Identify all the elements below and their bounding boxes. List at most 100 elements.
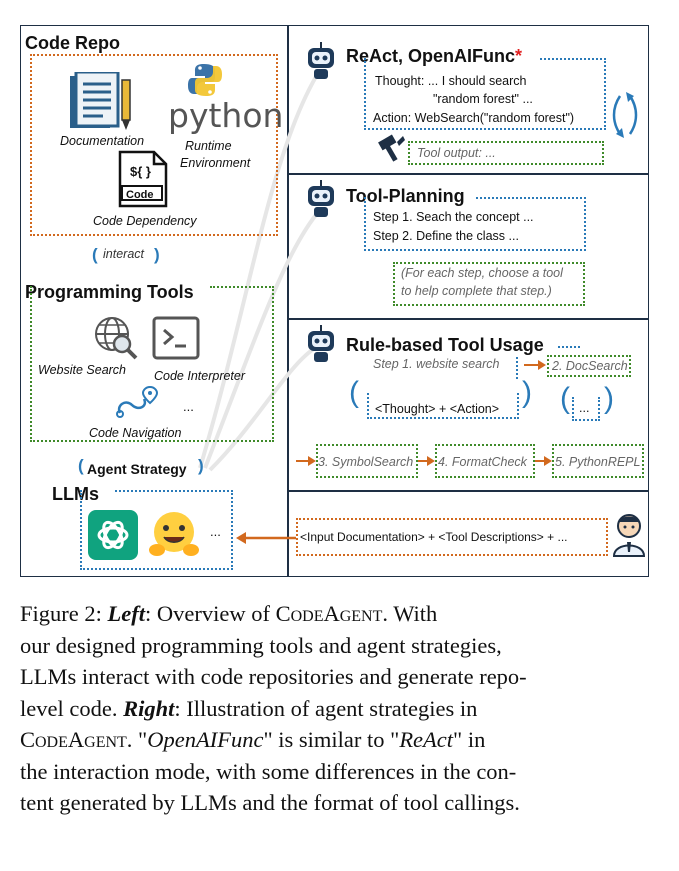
caption-react: ReAct bbox=[399, 727, 454, 752]
planning-box bbox=[364, 197, 586, 251]
rule-step-1: Step 1. website search bbox=[373, 357, 500, 371]
caption-fig-label: Figure 2: bbox=[20, 601, 108, 626]
hammer-icon bbox=[378, 134, 405, 162]
planning-note-box bbox=[393, 262, 585, 306]
docsearch-box bbox=[547, 355, 631, 377]
code-repo-title: Code Repo bbox=[25, 33, 121, 53]
robot-icon-planning bbox=[308, 180, 334, 217]
react-box bbox=[364, 58, 606, 130]
react-star: * bbox=[515, 46, 523, 66]
interact-label: interact bbox=[103, 247, 144, 261]
robot-icon-react bbox=[308, 42, 334, 79]
python-logo-text: python bbox=[168, 96, 284, 135]
agent-strategy-arrow-right-icon: ) bbox=[198, 456, 204, 475]
llms-box-top bbox=[115, 490, 233, 492]
caption-similar: " is similar to " bbox=[263, 727, 400, 752]
action-line: Action: WebSearch("random forest") bbox=[373, 111, 575, 125]
agent-strategy-label: Agent Strategy bbox=[87, 461, 187, 477]
caption-line-2: our designed programming tools and agent… bbox=[20, 632, 502, 658]
react-title-text: ReAct, OpenAIFunc bbox=[346, 46, 516, 66]
interact-arrow-left-icon: ( bbox=[92, 245, 98, 264]
caption-right: Right bbox=[123, 695, 175, 721]
rule-step-3: 3. SymbolSearch bbox=[318, 455, 414, 469]
caption-codeagent-1: CodeAgent bbox=[275, 601, 383, 626]
rule-step-2: 2. DocSearch bbox=[552, 359, 628, 373]
documentation-label: Documentation bbox=[60, 134, 145, 148]
rule-box-top bbox=[558, 346, 580, 348]
arrow-to-formatcheck-icon bbox=[418, 456, 435, 466]
planning-note-2: to help complete that step.) bbox=[401, 284, 552, 298]
thought-action-text: <Thought> + <Action> bbox=[375, 402, 500, 416]
llms-title: LLMs bbox=[52, 484, 99, 504]
caption-level-code: level code. bbox=[20, 695, 124, 721]
docsearch-loop-right-icon: ) bbox=[604, 382, 614, 415]
rule-loop-left-icon: ( bbox=[349, 376, 359, 409]
arrow-to-llms-icon bbox=[236, 532, 296, 544]
divider-1 bbox=[289, 173, 649, 175]
caption-line-7: tent generated by LLMs and the format of… bbox=[20, 790, 520, 815]
tool-planning-title: Tool-Planning bbox=[346, 186, 465, 206]
arrow-to-symbolsearch-icon bbox=[296, 456, 316, 466]
planning-box-top bbox=[476, 197, 586, 199]
arrow-to-pythonrepl-icon bbox=[535, 456, 552, 466]
code-box-label: Code bbox=[126, 189, 154, 201]
input-description-box bbox=[296, 518, 608, 556]
symbolsearch-box bbox=[316, 444, 418, 478]
caption-with: . With bbox=[382, 601, 438, 626]
code-interpreter-icon bbox=[152, 316, 200, 360]
caption-in: " in bbox=[453, 727, 486, 752]
formatcheck-box bbox=[435, 444, 535, 478]
figure-frame bbox=[20, 25, 649, 577]
llms-ellipsis: ... bbox=[210, 524, 221, 539]
docsearch-inner-box bbox=[572, 397, 600, 421]
divider-3 bbox=[289, 490, 649, 492]
pythonrepl-box bbox=[552, 444, 644, 478]
caption-overview: : Overview of bbox=[144, 601, 276, 626]
code-dependency-label: Code Dependency bbox=[93, 214, 197, 228]
vertical-divider bbox=[287, 25, 289, 577]
runtime-label-2: Environment bbox=[180, 156, 251, 170]
rule-ellipsis: ... bbox=[579, 401, 590, 415]
website-search-icon bbox=[95, 317, 138, 360]
tool-output-text: Tool output: ... bbox=[417, 146, 496, 160]
caption-line-4: level code. Right: Illustration of agent… bbox=[20, 693, 657, 725]
caption-openaifunc: OpenAIFunc bbox=[147, 727, 264, 752]
website-search-label: Website Search bbox=[38, 363, 127, 377]
programming-tools-title: Programming Tools bbox=[25, 282, 194, 302]
interact-arrow-right-icon: ) bbox=[154, 245, 160, 264]
caption-codeagent-2: CodeAgent bbox=[20, 727, 127, 752]
react-title: ReAct, OpenAIFunc* bbox=[346, 46, 522, 67]
caption-illustration: : Illustration of agent strategies in bbox=[174, 695, 478, 721]
code-repo-box bbox=[30, 54, 278, 236]
rule-based-title: Rule-based Tool Usage bbox=[346, 335, 544, 355]
caption-line-6: the interaction mode, with some differen… bbox=[20, 758, 517, 784]
divider-2 bbox=[289, 318, 649, 320]
loop-arrows-icon bbox=[612, 92, 638, 138]
programming-tools-box bbox=[30, 286, 274, 442]
huggingface-icon bbox=[149, 512, 199, 556]
tool-output-box bbox=[408, 141, 604, 165]
react-box-top bbox=[540, 58, 606, 60]
caption-line-3: LLMs interact with code repositories and… bbox=[20, 664, 527, 689]
python-icon bbox=[188, 64, 222, 96]
code-navigation-label: Code Navigation bbox=[89, 426, 182, 440]
docsearch-loop-left-icon: ( bbox=[560, 382, 570, 415]
thought-action-box bbox=[367, 393, 519, 419]
tools-ellipsis: ... bbox=[183, 399, 194, 414]
input-description-text: <Input Documentation> + <Tool Descriptio… bbox=[300, 530, 568, 544]
rule-step1-marker bbox=[516, 357, 518, 379]
robot-icon-rule bbox=[308, 325, 334, 362]
arrow-to-docsearch-icon bbox=[524, 360, 546, 370]
agent-strategy-arrow-left-icon: ( bbox=[78, 456, 84, 475]
documentation-icon bbox=[70, 72, 131, 130]
user-icon bbox=[612, 514, 646, 557]
runtime-label-1: Runtime bbox=[185, 139, 232, 153]
caption-left: Left bbox=[107, 601, 145, 626]
rule-step-5: 5. PythonREPL bbox=[555, 455, 641, 469]
code-file-icon bbox=[118, 150, 168, 208]
planning-step-1: Step 1. Seach the concept ... bbox=[373, 210, 534, 224]
rule-loop-right-icon: ) bbox=[522, 376, 532, 409]
caption-quote-1: . " bbox=[126, 727, 148, 752]
tools-box-top bbox=[210, 286, 274, 288]
code-symbol: ${ } bbox=[130, 164, 151, 179]
